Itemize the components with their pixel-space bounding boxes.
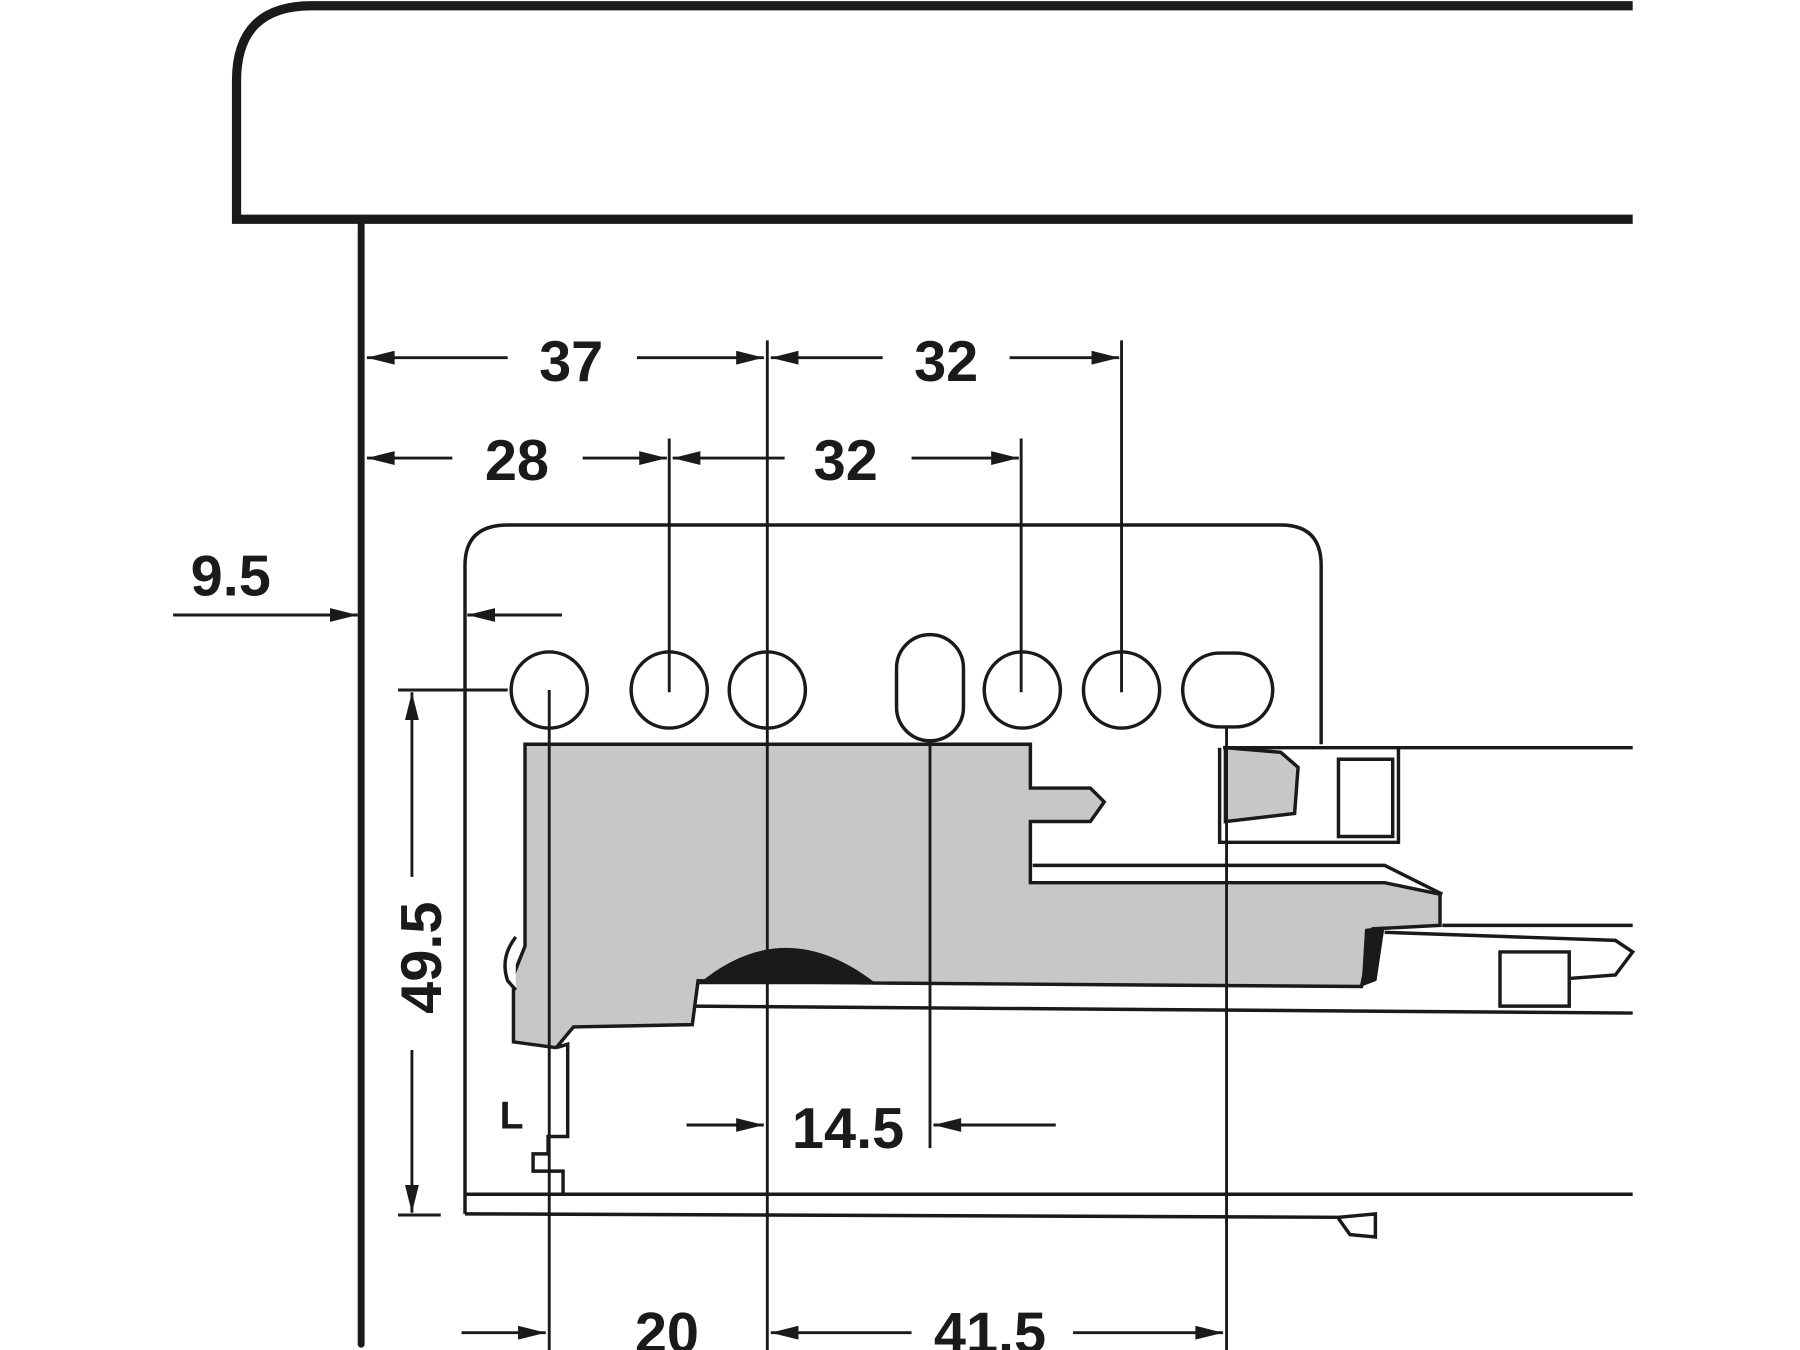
drawer-front	[231, 1, 1633, 224]
dimension-label-20: 20	[635, 1301, 699, 1350]
dimension-label-14-5: 14.5	[792, 1097, 904, 1161]
dimension-label-32-second: 32	[814, 429, 878, 493]
runner-rails	[464, 745, 1636, 1239]
left-side-marker-L: L	[500, 1093, 524, 1137]
horizontal-slot	[1180, 651, 1275, 729]
dimension-label-41-5: 41.5	[934, 1301, 1046, 1350]
dimension-label-9-5: 9.5	[191, 544, 271, 608]
mounting-holes	[509, 632, 1275, 743]
extension-lines	[398, 340, 1228, 1350]
dimension-label-32-top: 32	[914, 330, 978, 394]
runner-latch	[1361, 926, 1385, 987]
dimension-label-28: 28	[485, 429, 549, 493]
runner-dome	[698, 947, 877, 985]
vertical-slot	[894, 632, 966, 743]
runner-wheel	[503, 935, 518, 992]
dimension-label-37: 37	[539, 330, 603, 394]
dimension-label-49-5: 49.5	[390, 902, 454, 1014]
dimension-arrows	[173, 350, 1224, 1340]
